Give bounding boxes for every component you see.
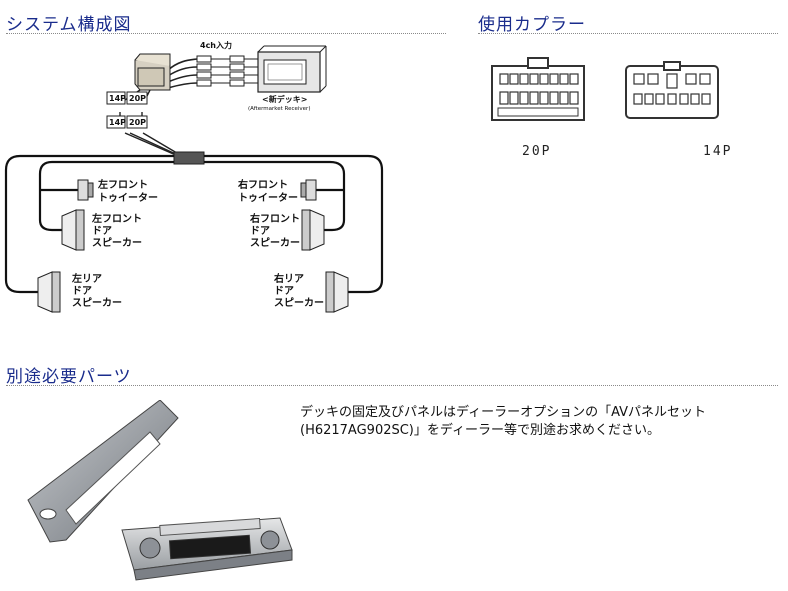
svg-text:ドア: ドア bbox=[92, 225, 112, 237]
left-front-door-speaker-icon bbox=[61, 209, 85, 251]
svg-text:トゥイーター: トゥイーター bbox=[238, 192, 298, 204]
label-left-front-door: 左フロント ドア スピーカー bbox=[91, 212, 142, 249]
label-left-front-tweeter: 左フロント トゥイーター bbox=[97, 178, 158, 204]
deck-sublabel: (Aftermarket Receiver) bbox=[248, 106, 310, 112]
svg-text:右フロント: 右フロント bbox=[249, 212, 300, 225]
connector-14p-label: 14P bbox=[703, 144, 733, 159]
rca-plugs bbox=[167, 55, 258, 89]
parts-description: デッキの固定及びパネルはディーラーオプションの「AVパネルセット(H6217AG… bbox=[300, 405, 707, 438]
connector-heading: 使用カプラー bbox=[478, 15, 586, 35]
system-diagram-heading: システム構成図 bbox=[6, 15, 132, 35]
connector-20p-label: 20P bbox=[522, 144, 552, 159]
deck-label: <新デッキ> bbox=[262, 94, 307, 104]
svg-text:スピーカー: スピーカー bbox=[92, 237, 142, 249]
interface-box bbox=[134, 53, 171, 91]
left-rear-door-speaker-icon bbox=[37, 271, 61, 313]
connector-14p-icon bbox=[625, 61, 719, 119]
svg-text:トゥイーター: トゥイーター bbox=[98, 192, 158, 204]
svg-text:スピーカー: スピーカー bbox=[72, 297, 122, 309]
harness-junction bbox=[173, 151, 205, 165]
svg-text:スピーカー: スピーカー bbox=[274, 297, 324, 309]
svg-text:14P: 14P bbox=[109, 118, 126, 127]
heading-rule bbox=[6, 33, 446, 34]
label-right-front-tweeter: 右フロント トゥイーター bbox=[237, 178, 298, 204]
parts-heading: 別途必要パーツ bbox=[6, 367, 132, 387]
input-label: 4ch入力 bbox=[200, 40, 232, 50]
connector-20p-icon bbox=[491, 57, 585, 121]
right-tweeter-icon bbox=[300, 179, 317, 201]
label-left-rear-door: 左リア ドア スピーカー bbox=[71, 272, 122, 309]
right-front-door-speaker-icon bbox=[301, 209, 325, 251]
connector-label-row-bottom: 14P 20P bbox=[106, 115, 148, 129]
left-tweeter-icon bbox=[77, 179, 94, 201]
wiring-diagram: 4ch入力 <新デッキ> (Aftermarket Receiver) 14P … bbox=[4, 40, 384, 313]
svg-text:左フロント: 左フロント bbox=[91, 212, 142, 225]
label-right-rear-door: 右リア ドア スピーカー bbox=[273, 272, 324, 309]
svg-text:20P: 20P bbox=[129, 94, 146, 103]
svg-text:14P: 14P bbox=[109, 94, 126, 103]
right-rear-door-speaker-icon bbox=[325, 271, 349, 313]
svg-text:ドア: ドア bbox=[250, 225, 270, 237]
svg-text:ドア: ドア bbox=[72, 285, 92, 297]
svg-text:スピーカー: スピーカー bbox=[250, 237, 300, 249]
svg-text:左リア: 左リア bbox=[71, 272, 102, 285]
heading-rule bbox=[478, 33, 778, 34]
svg-text:右フロント: 右フロント bbox=[237, 178, 288, 191]
svg-text:20P: 20P bbox=[129, 118, 146, 127]
svg-text:右リア: 右リア bbox=[273, 272, 304, 285]
svg-text:ドア: ドア bbox=[274, 285, 294, 297]
connector-label-row-top: 14P 20P bbox=[106, 91, 148, 105]
label-right-front-door: 右フロント ドア スピーカー bbox=[249, 212, 300, 249]
av-panel-set-image bbox=[27, 400, 293, 581]
svg-text:左フロント: 左フロント bbox=[97, 178, 148, 191]
speaker-wiring bbox=[4, 154, 384, 294]
heading-rule bbox=[6, 385, 778, 386]
aftermarket-deck bbox=[257, 45, 327, 93]
